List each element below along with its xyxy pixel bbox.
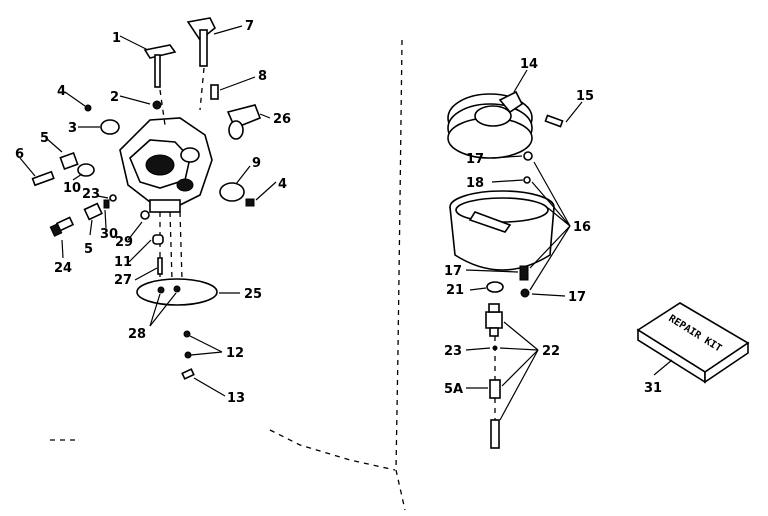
part-2-screw [152,100,162,110]
label-22: 22 [542,344,560,359]
label-8: 8 [258,69,267,84]
assembly-separator-line [395,39,406,511]
part-13 [181,368,195,380]
part-23-washer [109,194,117,202]
label-3: 3 [68,121,77,136]
right-leader-lines [465,69,673,421]
label-29: 29 [115,235,133,250]
label-23b: 23 [444,344,462,359]
label-1: 1 [112,31,121,46]
label-4a: 4 [57,84,66,99]
label-30: 30 [100,227,118,242]
part-3-choke-plate [100,119,120,135]
label-5A: 5A [444,382,463,397]
part-5b-spring [83,202,103,221]
part-10-cap [77,163,95,177]
label-9: 9 [252,156,261,171]
label-12: 12 [226,346,244,361]
part-14-float-bowl-top [447,90,533,159]
label-27: 27 [114,273,132,288]
label-2: 2 [110,90,119,105]
part-5a-spring [59,151,79,171]
part-21-washer [486,281,504,293]
lower-dashed-boundary [269,429,396,471]
part-4b-screw [245,198,255,207]
part-12a [183,330,191,338]
part-9-throttle-plate [219,182,245,202]
part-18-ball [523,176,531,184]
label-18: 18 [466,176,484,191]
label-13: 13 [227,391,245,406]
label-17a: 17 [466,152,484,167]
part-29-ball [140,210,150,220]
part-16-float-bowl [449,190,555,271]
part-4a-screw [84,104,92,112]
label-25: 25 [244,287,262,302]
part-15-pin [544,114,564,128]
label-17c: 17 [568,290,586,305]
part-22-nozzle-assembly [485,303,503,449]
label-24: 24 [54,261,72,276]
label-28: 28 [128,327,146,342]
part-30-spring [103,199,110,209]
left-leader-lines [19,25,277,397]
part-17a-washer [523,151,533,161]
part-17c-washer [520,288,530,298]
label-16: 16 [573,220,591,235]
part-8-spring [210,84,219,100]
label-15: 15 [576,89,594,104]
label-21: 21 [446,283,464,298]
label-6: 6 [15,147,24,162]
part-12b [184,351,192,359]
label-23a: 23 [82,187,100,202]
label-5a: 5 [40,131,49,146]
label-5b: 5 [84,242,93,257]
part-31-repair-kit: REPAIR KIT [636,302,750,384]
part-17b-spring [519,265,529,281]
label-10: 10 [63,181,81,196]
label-17b: 17 [444,264,462,279]
label-14: 14 [520,57,538,72]
label-31: 31 [644,381,662,396]
part-27-pin [157,257,163,275]
carburetor-body [119,117,213,281]
part-26-fuel-inlet [226,104,262,140]
part-1-throttle-shaft [143,44,177,126]
label-7: 7 [245,19,254,34]
part-7-choke-shaft [186,17,217,111]
label-26: 26 [273,112,291,127]
label-11: 11 [114,255,132,270]
part-24-needle [49,216,75,237]
part-6-pin [31,170,55,187]
part-11-plug [152,234,164,245]
label-4b: 4 [278,177,287,192]
part-25-gasket [136,278,218,306]
part-labels: 1 7 8 2 4 3 26 5 6 9 10 23 4 30 5 29 24 … [15,19,662,406]
